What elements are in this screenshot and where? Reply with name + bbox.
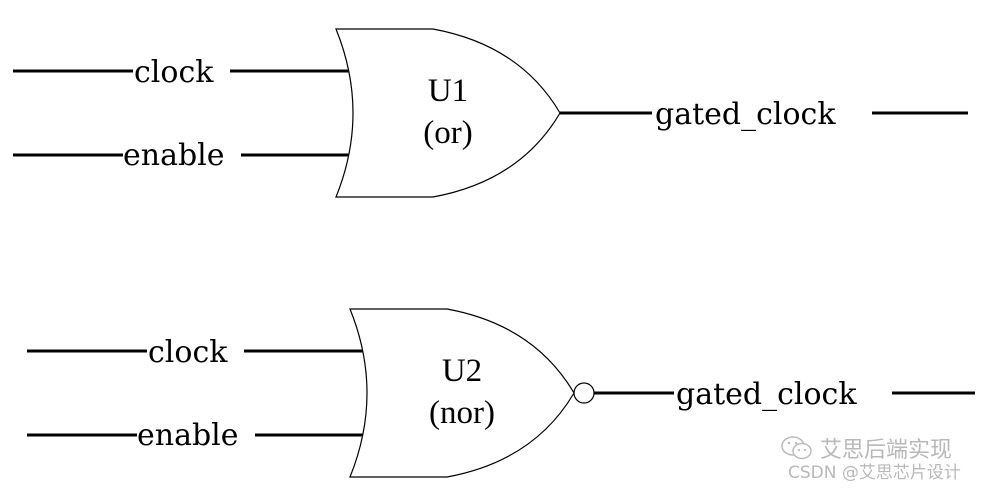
gate-type-u2: (nor) bbox=[429, 395, 495, 431]
watermark-line2: CSDN @艾思芯片设计 bbox=[788, 463, 961, 483]
signal-label-u1-gated-clock: gated_clock bbox=[655, 97, 836, 132]
signal-label-u1-enable: enable bbox=[123, 138, 225, 173]
or-gate-body-u2 bbox=[349, 308, 575, 478]
signal-label-u1-clock: clock bbox=[134, 55, 214, 90]
gate-name-u2: U2 bbox=[442, 353, 482, 389]
signal-label-u2-enable: enable bbox=[137, 418, 239, 453]
signal-label-u2-gated-clock: gated_clock bbox=[676, 377, 857, 412]
watermark-line1: 艾思后端实现 bbox=[780, 432, 952, 464]
inversion-bubble-u2 bbox=[573, 382, 595, 404]
signal-label-u2-clock: clock bbox=[148, 335, 228, 370]
gate-name-u1: U1 bbox=[428, 73, 468, 109]
gate-type-u1: (or) bbox=[423, 115, 472, 151]
gate-u2: clock enable U2 (nor) gated_clock bbox=[27, 308, 975, 478]
wechat-icon bbox=[781, 436, 812, 460]
gate-u1: clock enable U1 (or) gated_clock bbox=[13, 28, 968, 198]
or-gate-body-u1 bbox=[335, 28, 561, 198]
watermark-account-name: 艾思后端实现 bbox=[820, 438, 953, 463]
